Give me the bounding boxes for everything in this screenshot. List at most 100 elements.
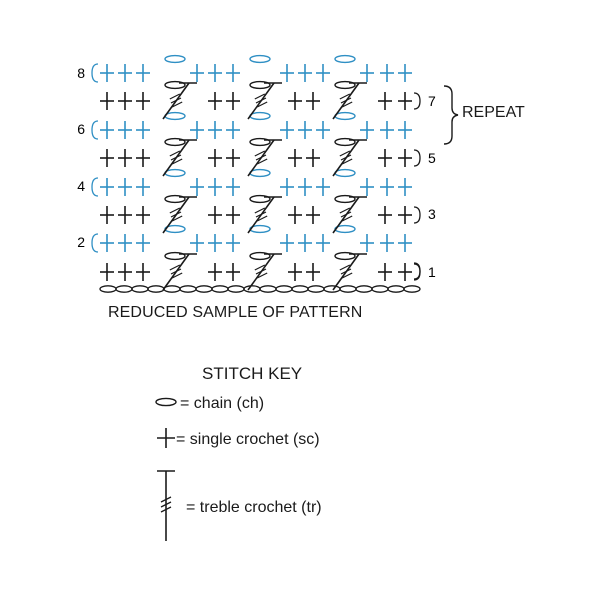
- single-crochet-stitch: [190, 64, 204, 82]
- single-crochet-stitch: [398, 234, 412, 252]
- turning-chain-right: [413, 149, 421, 167]
- treble-crochet-stitch: [332, 194, 367, 234]
- chain-stitch: [334, 194, 356, 204]
- single-crochet-stitch: [100, 206, 114, 224]
- single-crochet-stitch: [226, 263, 240, 281]
- turning-chain-left: [91, 177, 99, 197]
- treble-crochet-stitch: [332, 137, 367, 177]
- foundation-chain-stitch: [403, 285, 421, 293]
- single-crochet-stitch: [298, 121, 312, 139]
- tr-wrap: [256, 215, 268, 222]
- treble-crochet-stitch: [332, 80, 367, 120]
- chain-stitch: [334, 80, 356, 90]
- single-crochet-stitch: [398, 121, 412, 139]
- single-crochet-stitch: [288, 206, 302, 224]
- foundation-chain-stitch: [355, 285, 373, 293]
- tr-wrap: [171, 101, 183, 108]
- single-crochet-stitch: [190, 121, 204, 139]
- foundation-chain-stitch: [387, 285, 405, 293]
- turning-chain-right: [413, 92, 421, 110]
- single-crochet-stitch: [208, 234, 222, 252]
- tr-wrap: [169, 264, 181, 271]
- single-crochet-stitch: [100, 234, 114, 252]
- row-number-4: 4: [77, 178, 85, 194]
- single-crochet-stitch: [136, 92, 150, 110]
- tr-wrap: [170, 268, 182, 275]
- tr-wrap: [340, 154, 352, 161]
- chain-stitch: [334, 111, 356, 121]
- chain-stitch: [334, 168, 356, 178]
- single-crochet-stitch: [208, 263, 222, 281]
- single-crochet-stitch: [288, 92, 302, 110]
- foundation-chain-stitch: [243, 285, 261, 293]
- chain-stitch: [249, 251, 271, 261]
- tr-wrap: [341, 272, 353, 279]
- tr-wrap: [256, 158, 268, 165]
- single-crochet-stitch: [306, 149, 320, 167]
- tr-wrap: [170, 211, 182, 218]
- single-crochet-stitch: [398, 149, 412, 167]
- chain-stitch: [164, 168, 186, 178]
- single-crochet-stitch: [226, 121, 240, 139]
- treble-crochet-stitch: [247, 251, 282, 291]
- single-crochet-stitch: [208, 92, 222, 110]
- tr-wrap: [255, 154, 267, 161]
- single-crochet-stitch: [226, 149, 240, 167]
- key-row-single-crochet: = single crochet (sc): [152, 420, 320, 460]
- row-number-7: 7: [428, 93, 436, 109]
- foundation-chain-stitch: [163, 285, 181, 293]
- foundation-chain-stitch: [115, 285, 133, 293]
- single-crochet-stitch: [360, 121, 374, 139]
- tr-wrap: [255, 268, 267, 275]
- chain-stitch: [334, 54, 356, 64]
- single-crochet-stitch: [316, 178, 330, 196]
- single-crochet-stitch: [118, 178, 132, 196]
- single-crochet-key-label: = single crochet (sc): [176, 431, 320, 448]
- chain-stitch: [334, 137, 356, 147]
- foundation-chain-stitch: [227, 285, 245, 293]
- row-number-1: 1: [428, 264, 436, 280]
- single-crochet-stitch: [136, 263, 150, 281]
- foundation-chain-stitch: [291, 285, 309, 293]
- single-crochet-stitch: [360, 178, 374, 196]
- single-crochet-stitch: [298, 234, 312, 252]
- chain-stitch: [249, 194, 271, 204]
- tr-wrap: [169, 207, 181, 214]
- single-crochet-stitch: [208, 206, 222, 224]
- tr-wrap: [341, 158, 353, 165]
- foundation-chain-stitch: [99, 285, 117, 293]
- single-crochet-stitch: [398, 206, 412, 224]
- single-crochet-stitch: [100, 178, 114, 196]
- tr-wrap: [254, 264, 266, 271]
- single-crochet-stitch: [100, 263, 114, 281]
- treble-crochet-stitch: [247, 80, 282, 120]
- single-crochet-stitch: [208, 64, 222, 82]
- single-crochet-stitch: [306, 206, 320, 224]
- tr-wrap: [340, 97, 352, 104]
- tr-wrap: [171, 272, 183, 279]
- single-crochet-stitch: [306, 92, 320, 110]
- tr-wrap: [254, 150, 266, 157]
- single-crochet-stitch: [280, 121, 294, 139]
- single-crochet-stitch: [398, 178, 412, 196]
- foundation-chain-stitch: [259, 285, 277, 293]
- turning-chain-left: [91, 120, 99, 140]
- chain-stitch: [249, 111, 271, 121]
- chain-stitch: [164, 194, 186, 204]
- single-crochet-stitch: [118, 121, 132, 139]
- single-crochet-stitch: [280, 234, 294, 252]
- tr-wrap: [340, 211, 352, 218]
- single-crochet-stitch: [316, 234, 330, 252]
- row-number-8: 8: [77, 65, 85, 81]
- single-crochet-stitch: [280, 178, 294, 196]
- row1-end: [413, 262, 421, 280]
- chain-stitch: [164, 80, 186, 90]
- single-crochet-stitch: [380, 234, 394, 252]
- stitch-key-title: STITCH KEY: [202, 364, 303, 383]
- tr-wrap: [255, 211, 267, 218]
- foundation-chain-stitch: [323, 285, 341, 293]
- tr-wrap: [256, 272, 268, 279]
- chain-stitch: [164, 251, 186, 261]
- tr-wrap: [340, 268, 352, 275]
- treble-crochet-stitch: [332, 251, 367, 291]
